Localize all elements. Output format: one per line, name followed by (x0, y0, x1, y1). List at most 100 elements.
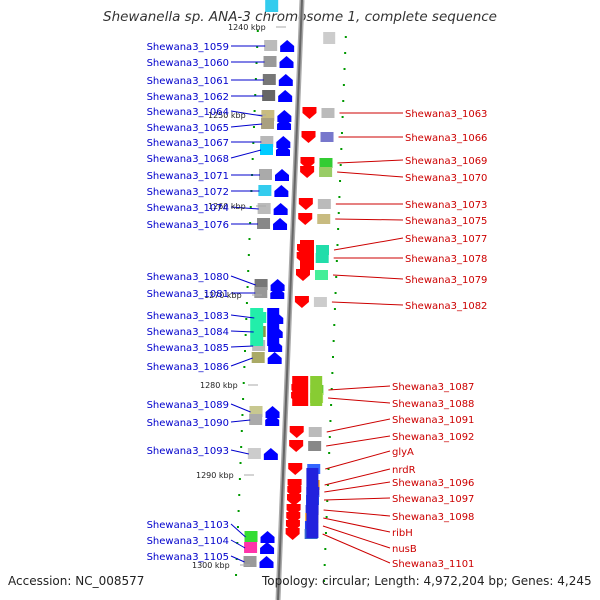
scale-tick (238, 494, 241, 496)
gene-cluster-block (292, 376, 309, 406)
right-gene-label[interactable]: Shewana3_1082 (405, 301, 487, 312)
gene-box (247, 448, 261, 459)
right-gene-label[interactable]: nusB (392, 544, 417, 555)
right-gene-label[interactable]: Shewana3_1063 (405, 109, 487, 120)
left-gene-label[interactable]: Shewana3_1059 (147, 42, 229, 53)
left-gene-label[interactable]: Shewana3_1089 (147, 400, 229, 411)
left-gene-label[interactable]: Shewana3_1072 (147, 187, 229, 198)
right-gene-label[interactable]: Shewana3_1077 (405, 234, 487, 245)
right-gene-leader (328, 397, 391, 404)
ruler-label: 1250 kbp (208, 111, 246, 120)
left-gene-label[interactable]: Shewana3_1103 (147, 520, 229, 531)
left-gene-label[interactable]: Shewana3_1067 (147, 138, 229, 149)
right-gene-label[interactable]: Shewana3_1091 (392, 415, 474, 426)
right-gene-label[interactable]: Shewana3_1069 (405, 156, 487, 167)
right-gene-label[interactable]: Shewana3_1092 (392, 432, 474, 443)
left-gene-label[interactable]: Shewana3_1080 (147, 272, 229, 283)
gene-box (265, 0, 279, 12)
right-gene-leader (323, 517, 391, 533)
left-gene-label[interactable]: Shewana3_1076 (147, 220, 229, 231)
scale-tick (256, 30, 259, 32)
right-gene-label[interactable]: Shewana3_1066 (405, 133, 487, 144)
right-gene-label[interactable]: Shewana3_1079 (405, 275, 487, 286)
right-gene-label[interactable]: Shewana3_1096 (392, 478, 474, 489)
left-gene-label[interactable]: Shewana3_1104 (147, 536, 229, 547)
gene-box (249, 406, 263, 417)
left-gene-label[interactable]: Shewana3_1086 (147, 362, 229, 373)
gene-box (244, 542, 258, 553)
gene-box (262, 90, 276, 101)
left-gene-leader (230, 123, 263, 128)
right-gene-label[interactable]: Shewana3_1070 (405, 173, 487, 184)
gene-box (313, 297, 327, 307)
left-gene-label[interactable]: Shewana3_1105 (147, 552, 229, 563)
right-gene-leader (337, 171, 404, 178)
left-strand-arrow (277, 110, 292, 122)
right-strand-arrow (300, 166, 315, 178)
right-gene-label[interactable]: Shewana3_1078 (405, 254, 487, 265)
scale-tick (253, 110, 256, 112)
gene-cluster-block (310, 376, 323, 406)
left-gene-label[interactable]: Shewana3_1074 (147, 203, 229, 214)
left-strand-arrow (277, 118, 292, 130)
left-strand-arrow (274, 185, 289, 197)
right-gene-label[interactable]: Shewana3_1097 (392, 494, 474, 505)
scale-tick (236, 542, 239, 544)
left-gene-label[interactable]: Shewana3_1065 (147, 123, 229, 134)
gene-box (319, 158, 333, 168)
left-gene-label[interactable]: Shewana3_1083 (147, 311, 229, 322)
right-gene-label[interactable]: Shewana3_1075 (405, 216, 487, 227)
left-gene-label[interactable]: Shewana3_1071 (147, 171, 229, 182)
left-gene-label[interactable]: Shewana3_1060 (147, 58, 229, 69)
left-strand-arrow (279, 56, 294, 68)
gene-box (251, 352, 265, 363)
left-gene-label[interactable]: Shewana3_1064 (147, 107, 229, 118)
left-gene-label[interactable]: Shewana3_1085 (147, 343, 229, 354)
scale-tick (324, 548, 327, 550)
right-gene-label[interactable]: Shewana3_1073 (405, 200, 487, 211)
scale-tick (256, 46, 259, 48)
ruler-label: 1240 kbp (228, 23, 266, 32)
left-gene-leader (230, 449, 249, 455)
scale-tick (254, 94, 257, 96)
scale-tick (239, 462, 242, 464)
scale-tick (244, 334, 247, 336)
right-gene-label[interactable]: Shewana3_1098 (392, 512, 474, 523)
gene-box (261, 118, 275, 129)
scale-tick (328, 452, 331, 454)
right-gene-label[interactable]: glyA (392, 447, 414, 458)
left-gene-label[interactable]: Shewana3_1061 (147, 76, 229, 87)
scale-tick (255, 62, 258, 64)
scale-tick (334, 292, 337, 294)
gene-box (323, 32, 336, 44)
right-gene-leader (337, 159, 404, 164)
right-gene-label[interactable]: nrdR (392, 465, 416, 476)
gene-box (263, 56, 277, 67)
right-gene-label[interactable]: Shewana3_1087 (392, 382, 474, 393)
scale-tick (249, 206, 252, 208)
left-gene-label[interactable]: Shewana3_1062 (147, 92, 229, 103)
gene-box (260, 144, 273, 155)
gene-box (308, 427, 322, 437)
left-gene-label[interactable]: Shewana3_1093 (147, 446, 229, 457)
right-strand-arrow (289, 426, 304, 438)
right-gene-label[interactable]: Shewana3_1101 (392, 559, 474, 570)
right-gene-leader (331, 301, 404, 306)
left-gene-label[interactable]: Shewana3_1084 (147, 327, 229, 338)
scale-tick (326, 500, 329, 502)
gene-cluster-block (250, 308, 264, 346)
left-gene-label[interactable]: Shewana3_1081 (147, 289, 229, 300)
scale-tick (331, 372, 334, 374)
gene-cluster-block (300, 240, 314, 270)
scale-tick (249, 222, 252, 224)
scale-tick (325, 516, 328, 518)
scale-tick (330, 388, 333, 390)
gene-box (316, 245, 329, 255)
left-gene-label[interactable]: Shewana3_1090 (147, 418, 229, 429)
left-gene-label[interactable]: Shewana3_1068 (147, 154, 229, 165)
right-strand-arrow (289, 440, 304, 452)
scale-tick (337, 228, 340, 230)
right-gene-label[interactable]: Shewana3_1088 (392, 399, 474, 410)
right-gene-label[interactable]: ribH (392, 528, 413, 539)
gene-cluster-block (306, 468, 319, 538)
